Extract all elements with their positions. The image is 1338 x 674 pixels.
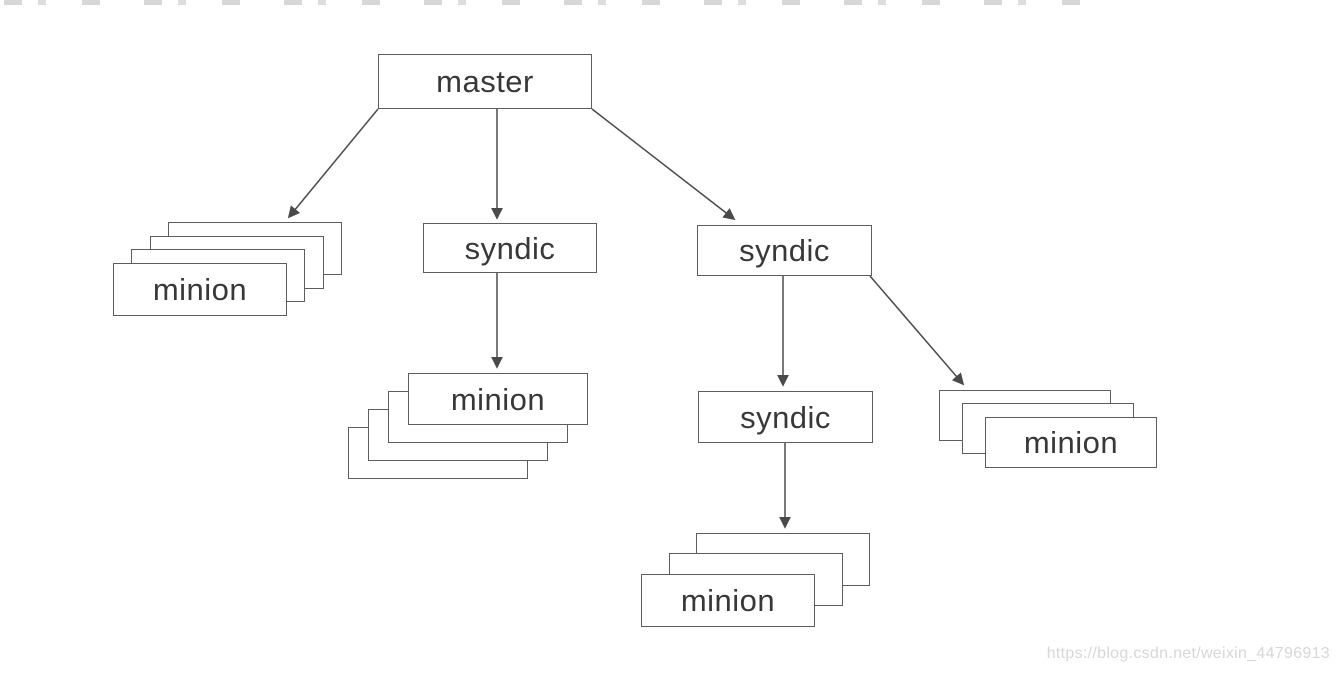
cropped-text-remnant — [4, 0, 1109, 5]
node-master: master — [378, 54, 592, 109]
node-syndic-mid: syndic — [423, 223, 597, 273]
node-syndic-lower: syndic — [698, 391, 873, 443]
node-syndic-mid-label: syndic — [464, 230, 556, 266]
node-syndic-lower-label: syndic — [740, 399, 831, 435]
node-syndic-right: syndic — [697, 225, 872, 276]
node-minion-left-label: minion — [152, 272, 248, 307]
minion-stack-front-card: minion — [113, 263, 287, 316]
node-syndic-right-label: syndic — [739, 233, 830, 268]
minion-stack-front-card: minion — [641, 574, 815, 627]
watermark-text: https://blog.csdn.net/weixin_44796913 — [1046, 645, 1330, 662]
edge-master-to-minion-left — [287, 108, 379, 219]
node-minion-mid-label: minion — [450, 381, 546, 417]
edge-master-to-syndic-right — [591, 108, 736, 221]
node-minion-bottom-label: minion — [680, 583, 776, 618]
node-master-label: master — [436, 64, 534, 99]
node-minion-right-label: minion — [1023, 425, 1119, 460]
minion-stack-front-card: minion — [408, 373, 588, 425]
minion-stack-front-card: minion — [985, 417, 1157, 468]
edge-syndic-right-to-minion-right — [869, 275, 965, 386]
